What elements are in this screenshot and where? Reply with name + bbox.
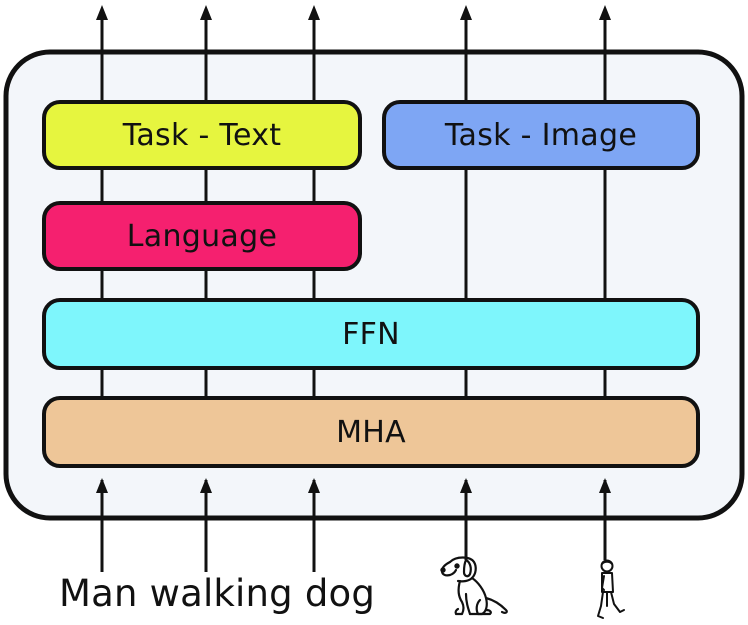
text-input-caption: Man walking dog xyxy=(59,572,376,615)
mha-block: MHA xyxy=(42,396,700,468)
walking-person-icon xyxy=(597,559,625,619)
task-text-block: Task - Text xyxy=(42,100,362,170)
ffn-label: FFN xyxy=(342,316,400,352)
task-text-label: Task - Text xyxy=(122,117,282,153)
mha-label: MHA xyxy=(336,414,406,450)
ffn-block: FFN xyxy=(42,298,700,370)
task-image-label: Task - Image xyxy=(444,117,638,153)
language-label: Language xyxy=(126,218,278,254)
dog-icon xyxy=(440,556,508,616)
arrowheads xyxy=(96,5,611,493)
task-image-block: Task - Image xyxy=(382,100,700,170)
language-block: Language xyxy=(42,201,362,271)
